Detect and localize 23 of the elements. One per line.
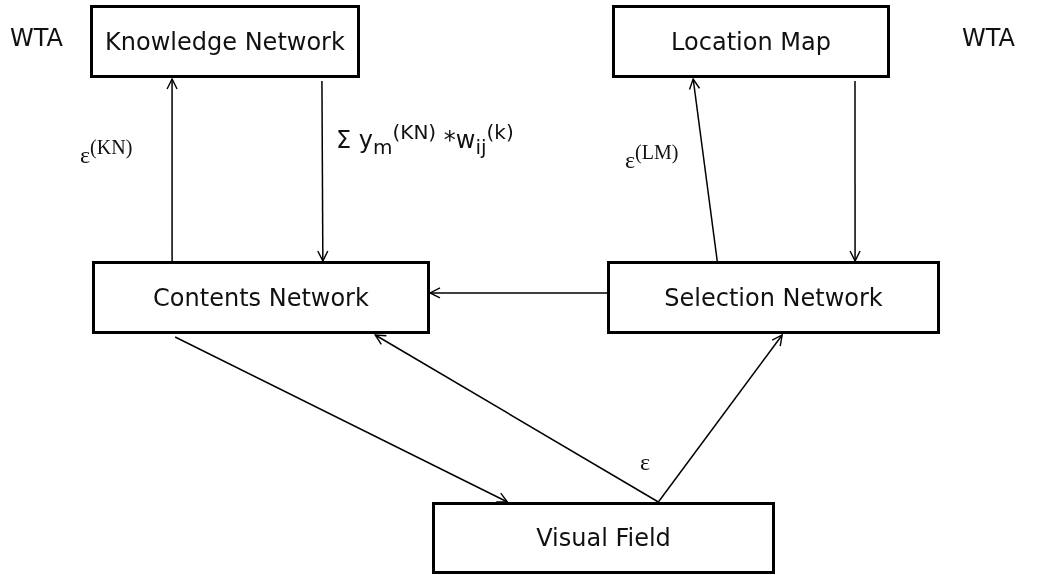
- arrow: [166, 78, 178, 262]
- process-box: [92, 261, 430, 334]
- node-label: Location Map: [671, 27, 831, 56]
- process-box: [432, 502, 775, 574]
- edge-label: ε: [640, 448, 651, 477]
- node-label: Contents Network: [153, 283, 369, 312]
- arrow: [849, 80, 861, 262]
- wta-label: WTA: [10, 24, 63, 52]
- node-label: Selection Network: [664, 283, 883, 312]
- arrow: [429, 287, 608, 299]
- process-box: [607, 261, 940, 334]
- arrow: [317, 80, 329, 262]
- process-box: [90, 5, 360, 78]
- node-label: Knowledge Network: [105, 27, 345, 56]
- arrow: [657, 334, 783, 503]
- arrow: [688, 78, 718, 262]
- arrow: [374, 334, 660, 503]
- edge-label: ε$^{(LM)}$: [625, 140, 679, 175]
- arrow: [174, 336, 509, 503]
- wta-label: WTA: [962, 24, 1015, 52]
- edge-label: ε$^{(KN)}$: [80, 135, 133, 170]
- process-box: [612, 5, 890, 78]
- node-label: Visual Field: [536, 524, 671, 552]
